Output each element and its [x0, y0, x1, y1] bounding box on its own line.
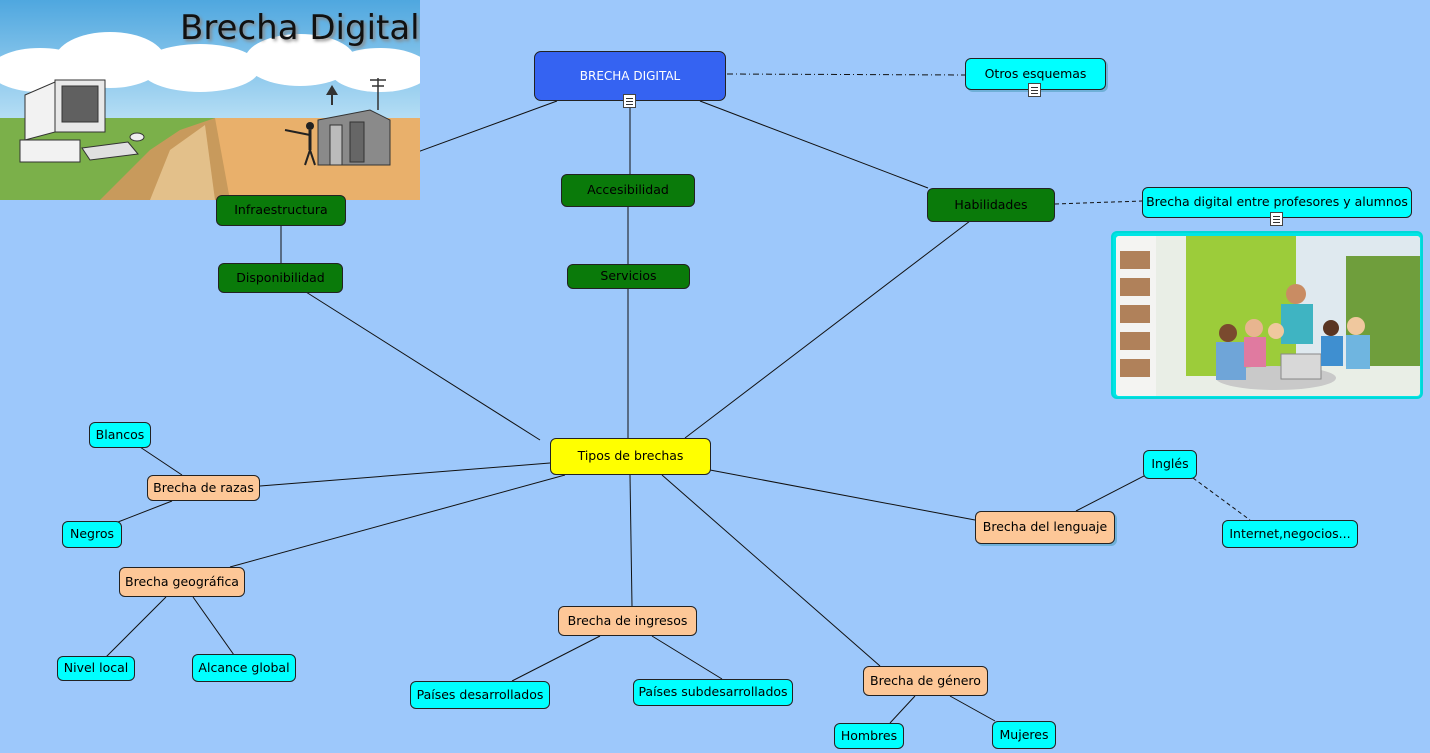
node-brecha-del-lenguaje[interactable]: Brecha del lenguaje [975, 511, 1115, 544]
node-hombres[interactable]: Hombres [834, 723, 904, 749]
node-servicios[interactable]: Servicios [567, 264, 690, 289]
node-paises-desarrollados[interactable]: Países desarrollados [410, 681, 550, 709]
node-tipos-de-brechas[interactable]: Tipos de brechas [550, 438, 711, 475]
node-internet-negocios[interactable]: Internet,negocios... [1222, 520, 1358, 548]
node-brecha-digital[interactable]: BRECHA DIGITAL [534, 51, 726, 101]
node-brecha-de-razas[interactable]: Brecha de razas [147, 475, 260, 501]
node-habilidades[interactable]: Habilidades [927, 188, 1055, 222]
classroom-photo [1111, 231, 1423, 399]
node-brecha-geografica[interactable]: Brecha geográfica [119, 567, 245, 597]
node-paises-subdesarrollados[interactable]: Países subdesarrollados [633, 679, 793, 706]
node-brecha-de-genero[interactable]: Brecha de género [863, 666, 988, 696]
node-ingles[interactable]: Inglés [1143, 450, 1197, 479]
header-illustration: Brecha Digital [0, 0, 420, 200]
node-negros[interactable]: Negros [62, 521, 122, 548]
document-icon[interactable] [623, 94, 636, 108]
node-blancos[interactable]: Blancos [89, 422, 151, 448]
header-title: Brecha Digital [180, 8, 420, 48]
node-accesibilidad[interactable]: Accesibilidad [561, 174, 695, 207]
node-otros-esquemas[interactable]: Otros esquemas [965, 58, 1106, 90]
node-alcance-global[interactable]: Alcance global [192, 654, 296, 682]
node-infraestructura[interactable]: Infraestructura [216, 195, 346, 226]
node-brecha-de-ingresos[interactable]: Brecha de ingresos [558, 606, 697, 636]
node-nivel-local[interactable]: Nivel local [57, 656, 135, 681]
node-mujeres[interactable]: Mujeres [992, 721, 1056, 749]
document-icon[interactable] [1028, 83, 1041, 97]
node-disponibilidad[interactable]: Disponibilidad [218, 263, 343, 293]
document-icon[interactable] [1270, 212, 1283, 226]
